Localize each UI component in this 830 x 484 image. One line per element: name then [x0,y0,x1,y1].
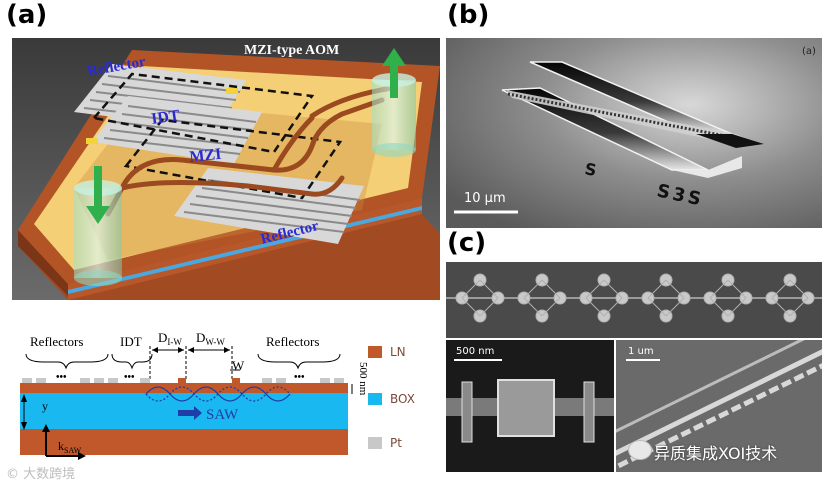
panel-label-b: (b) [447,0,490,30]
scale-label-c-left: 500 nm [456,346,494,357]
reflector-bottom [174,168,364,244]
ln-top-layer [20,383,348,393]
saw-label: SAW [206,407,239,423]
corner-tag: (a) [802,46,816,57]
sem-image-c-top [446,262,822,338]
idt-label: IDT [150,107,181,128]
cross-section-schematic: Reflectors IDT Reflectors DI-W DW-W W ••… [20,330,415,460]
mzi-dashed-outline [91,72,315,154]
wechat-icon [628,440,652,460]
idt-electrode [86,88,262,164]
panel-label-c: (c) [447,228,487,258]
legend-pt: Pt [390,436,402,450]
legend: LN BOX Pt [368,345,415,450]
suspended-cavity [501,61,764,178]
watermark-left: © 大数跨境 [6,467,76,482]
idt-cs-label: IDT [120,334,142,349]
dots-left: ••• [56,372,67,383]
legend-box: BOX [390,392,415,406]
input-fiber [74,166,122,286]
sem-image-b: (a) S S3S 10 μm [446,38,822,228]
scale-label-c-right: 1 um [628,346,654,357]
k-saw-label: kSAW [58,439,82,455]
reflectors-left-label: Reflectors [30,334,83,349]
reflectors-right-label: Reflectors [266,334,319,349]
device-3d-render: MZI-type AOM Reflector IDT MZI Reflector [12,38,440,300]
thickness-label: 500 nm [357,362,369,396]
panel-label-a: (a) [6,0,48,30]
y-axis-label: y [42,399,48,413]
output-fiber [372,48,416,157]
d-iw-label: DI-W [158,330,182,347]
watermark-right: 异质集成XOI技术 [654,444,778,463]
dots-idt: ••• [124,372,135,383]
sem-mark-s: S [583,159,598,180]
aom-title: MZI-type AOM [244,43,339,58]
ln-substrate [20,429,348,455]
dots-right: ••• [294,372,305,383]
legend-ln: LN [390,345,406,359]
sem-image-c-left: 500 nm [446,340,614,472]
scale-label-b: 10 μm [464,191,506,206]
mzi-label: MZI [189,146,223,166]
w-label: W [232,358,245,373]
d-ww-label: DW-W [196,330,225,347]
saw-arrow [178,406,202,420]
